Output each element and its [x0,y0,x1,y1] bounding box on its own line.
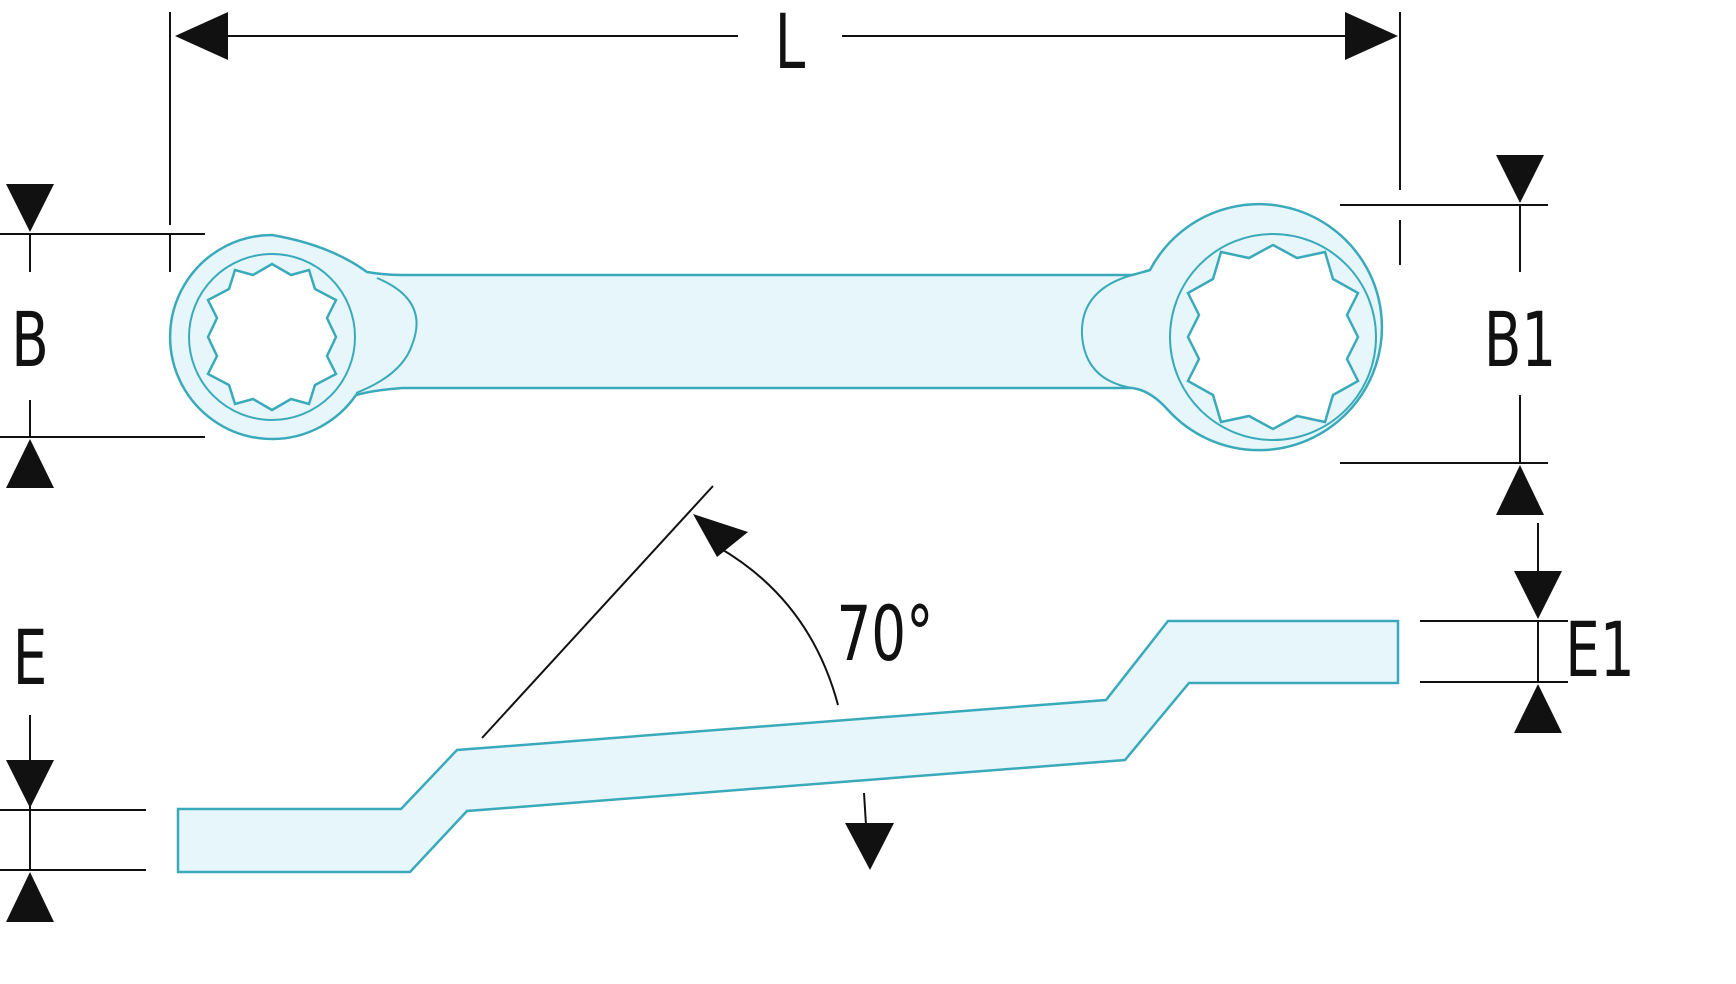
left-neck-lobe [355,277,418,394]
left-twelve-point-socket [206,262,338,412]
thickness-right-arrow-bottom [1514,684,1562,733]
width-left-label: B [11,296,49,384]
width-dimension-left [0,184,205,488]
thickness-left-arrow-top [6,760,54,808]
thickness-right-arrow-top [1514,571,1562,619]
thickness-left-arrow-bottom [6,872,54,922]
length-label: L [775,0,806,86]
wrench-top-view [168,202,1384,452]
right-neck-lobe [1080,274,1133,389]
thickness-dimension-right [1420,523,1568,733]
right-twelve-point-socket [1186,243,1360,431]
right-ring-inner-circle [1169,233,1377,441]
thickness-left-label: E [13,614,48,702]
length-dimension [169,12,1401,272]
width-left-arrow-bottom [6,439,54,488]
angle-arc [717,546,839,706]
length-arrow-left [175,12,228,60]
thickness-dimension-left [0,715,146,922]
angle-arrow-head [693,514,748,557]
direction-leader [863,792,867,826]
length-arrow-right [1345,12,1398,60]
width-dimension-right [1340,155,1548,515]
thickness-right-label: E1 [1565,606,1634,694]
angle-reference-line [481,485,714,739]
width-right-arrow-bottom [1496,465,1544,515]
width-left-arrow-top [6,184,54,232]
angle-label: 70° [837,590,934,678]
wrench-body-top [168,202,1384,452]
width-right-label: B1 [1484,296,1556,384]
angle-indicator [481,485,894,870]
width-right-arrow-top [1496,155,1544,203]
left-ring-inner-circle [188,253,356,421]
direction-arrow-head [845,823,894,870]
wrench-side-view [176,619,1400,874]
wrench-profile-side [176,619,1400,874]
